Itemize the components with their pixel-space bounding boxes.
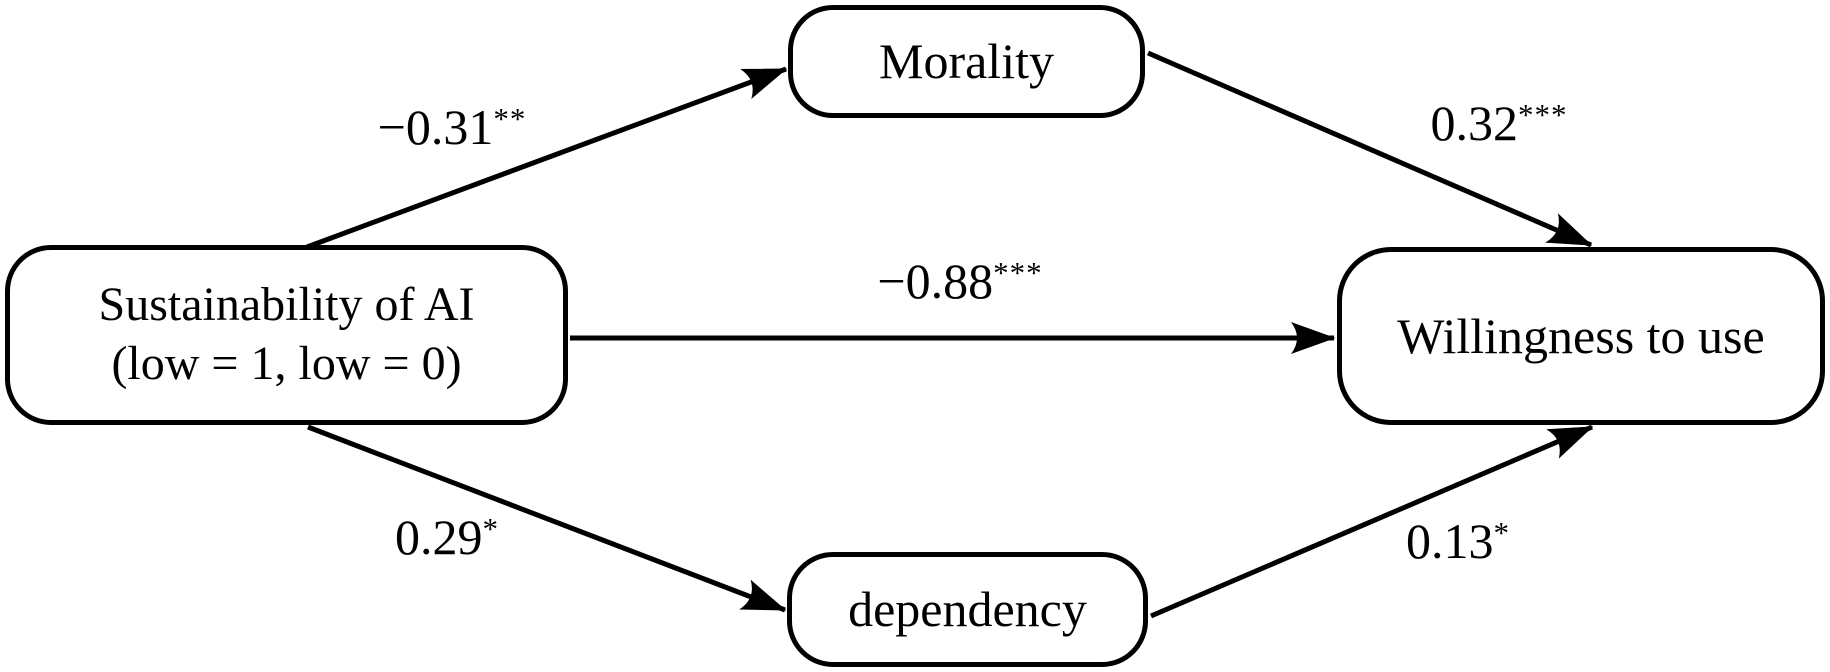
- coefficient-value: 0.32: [1430, 95, 1519, 151]
- node-sustainability-line1: Sustainability of AI: [98, 278, 475, 332]
- node-dependency: dependency: [787, 552, 1148, 667]
- coefficient-morality-willingness: 0.32***: [1431, 98, 1568, 148]
- node-willingness-label: Willingness to use: [1397, 307, 1765, 364]
- node-dependency-label: dependency: [848, 581, 1087, 637]
- node-morality-label: Morality: [879, 33, 1054, 89]
- significance-stars: ***: [1518, 97, 1568, 133]
- arrow-sustainability-to-morality: [306, 66, 788, 250]
- significance-stars: *: [1493, 515, 1510, 551]
- coefficient-dependency-willingness: 0.13*: [1406, 516, 1510, 566]
- coefficient-value: −0.88: [877, 253, 994, 309]
- coefficient-value: 0.13: [1406, 513, 1494, 569]
- node-morality: Morality: [788, 5, 1145, 118]
- coefficient-sustainability-willingness: −0.88***: [877, 256, 1042, 306]
- coefficient-sustainability-morality: −0.31**: [378, 102, 527, 152]
- arrow-morality-to-willingness: [1147, 50, 1593, 248]
- arrow-sustainability-to-dependency: [307, 424, 787, 613]
- coefficient-value: −0.31: [377, 99, 494, 155]
- arrow-dependency-to-willingness: [1150, 424, 1594, 619]
- significance-stars: ***: [993, 255, 1043, 291]
- coefficient-value: 0.29: [395, 509, 483, 565]
- coefficient-sustainability-dependency: 0.29*: [395, 512, 499, 562]
- node-willingness-to-use: Willingness to use: [1337, 247, 1825, 425]
- significance-stars: **: [493, 101, 527, 137]
- significance-stars: *: [482, 511, 499, 547]
- node-sustainability-line2: (low = 1, low = 0): [111, 337, 462, 390]
- node-sustainability-of-ai: Sustainability of AI (low = 1, low = 0): [5, 245, 568, 425]
